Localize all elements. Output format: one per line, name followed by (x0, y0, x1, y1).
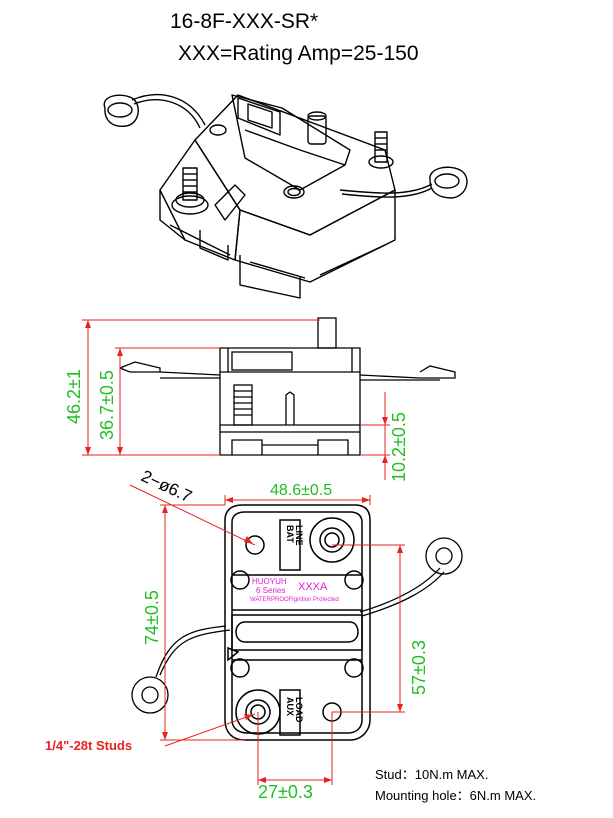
side-dimension-lines (82, 319, 390, 480)
eyelet-left (131, 676, 169, 714)
torque-note-stud: Stud：10N.m MAX. (375, 767, 489, 782)
eyelet-right (425, 537, 463, 575)
terminal-aux-label: AUX (285, 697, 295, 716)
label-series: 6 Series (256, 586, 285, 595)
dim-base-height: 10.2±0.5 (389, 412, 409, 482)
isometric-view (103, 93, 468, 299)
label-brand: HUOYUH (252, 577, 287, 586)
left-eyelet (103, 94, 139, 127)
side-view: 46.2±1 36.7±0.5 10.2±0.5 (64, 317, 456, 482)
top-dimension-lines (129, 484, 405, 785)
stud-callout: 1/4"-28t Studs (45, 738, 132, 753)
rating-line: XXX=Rating Amp=25-150 (178, 42, 419, 65)
right-eyelet (429, 166, 468, 199)
dim-total-height: 46.2±1 (64, 369, 84, 424)
stud-right (374, 131, 388, 163)
part-number-title: 16-8F-XXX-SR* (170, 10, 319, 33)
stud-left (182, 167, 198, 201)
terminal-bat-label: BAT (285, 525, 295, 543)
top-view: BAT LINE AUX LOAD HUOYUH 6 Series WATERP… (45, 470, 463, 802)
label-rating: XXXA (298, 581, 328, 593)
side-lever (317, 317, 337, 349)
dim-body-height: 36.7±0.5 (97, 370, 117, 440)
torque-note-mounting-hole: Mounting hole：6N.m MAX. (375, 788, 537, 803)
dim-hole-spacing-vertical: 57±0.3 (409, 640, 429, 695)
wire-right (359, 567, 441, 613)
mount-hole-top-left (245, 535, 265, 555)
lever-slot (235, 621, 359, 643)
side-body (219, 347, 361, 426)
wire-left (159, 629, 231, 676)
body-outline (224, 504, 371, 741)
stud-top-right (309, 517, 355, 563)
label-ignition: Ignition Protected (292, 597, 339, 603)
dim-hole-diameter: 2−ø6.7 (138, 470, 194, 506)
side-base (219, 425, 361, 456)
dim-stud-spacing: 27±0.3 (258, 782, 313, 802)
terminal-load-label: LOAD (294, 697, 304, 723)
reset-lever (307, 115, 327, 145)
label-waterproof: WATERPROOF (250, 597, 293, 603)
dim-length: 74±0.5 (142, 590, 162, 645)
terminal-line-label: LINE (294, 525, 304, 546)
dim-width: 48.6±0.5 (270, 482, 332, 499)
